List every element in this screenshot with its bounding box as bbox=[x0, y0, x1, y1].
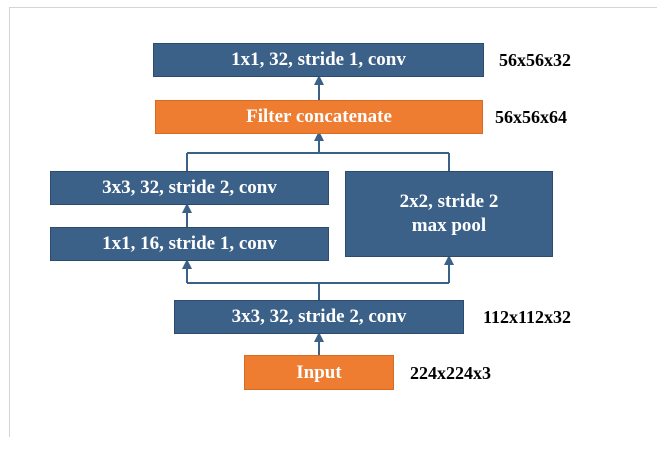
input-label: Input bbox=[296, 361, 342, 383]
figure-frame bbox=[9, 7, 657, 437]
branch-conv-3x3-label: 3x3, 32, stride 2, conv bbox=[102, 177, 277, 199]
stem-conv-shape: 112x112x32 bbox=[483, 307, 572, 327]
top-conv-block: 1x1, 32, stride 1, conv bbox=[153, 43, 484, 77]
maxpool-label-line1: 2x2, stride 2 bbox=[399, 191, 499, 213]
filter-concat-label: Filter concatenate bbox=[246, 106, 392, 128]
stem-conv-block: 3x3, 32, stride 2, conv bbox=[174, 300, 464, 334]
maxpool-block: 2x2, stride 2 max pool bbox=[345, 171, 553, 257]
branch-conv-1x1-label: 1x1, 16, stride 1, conv bbox=[102, 233, 277, 255]
maxpool-label-line2: max pool bbox=[411, 215, 487, 236]
filter-concat-block: Filter concatenate bbox=[155, 100, 483, 134]
top-conv-label: 1x1, 32, stride 1, conv bbox=[231, 49, 406, 71]
filter-concat-shape: 56x56x64 bbox=[495, 107, 567, 127]
branch-conv-1x1-block: 1x1, 16, stride 1, conv bbox=[50, 227, 329, 261]
branch-conv-3x3-block: 3x3, 32, stride 2, conv bbox=[50, 171, 329, 205]
input-block: Input bbox=[244, 355, 394, 390]
stem-conv-label: 3x3, 32, stride 2, conv bbox=[231, 306, 407, 328]
top-conv-shape: 56x56x32 bbox=[499, 50, 571, 70]
input-shape: 224x224x3 bbox=[410, 363, 491, 383]
